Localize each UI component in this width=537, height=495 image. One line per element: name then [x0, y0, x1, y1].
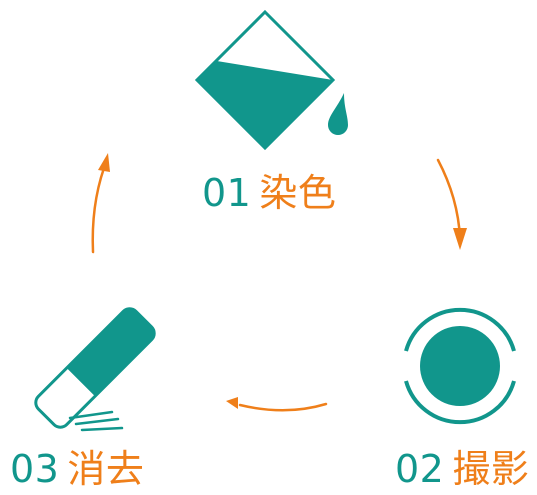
camera-lens-icon [404, 307, 516, 425]
arrow-03-to-01 [91, 153, 110, 254]
cycle-arrows [91, 153, 467, 412]
eraser-icon [34, 307, 156, 432]
paint-bucket-icon [194, 9, 348, 151]
erase-marks [68, 410, 124, 432]
arrow-02-to-03 [226, 397, 328, 412]
step-01-number: 01 [202, 171, 252, 215]
step-03-name: 消去 [67, 447, 145, 491]
step-02-number: 02 [395, 447, 445, 491]
step-01-name: 染色 [259, 171, 337, 215]
drop-icon [328, 93, 348, 135]
step-03-number: 03 [10, 447, 60, 491]
arrow-01-to-02 [436, 158, 467, 250]
step-02-name: 撮影 [452, 447, 530, 491]
